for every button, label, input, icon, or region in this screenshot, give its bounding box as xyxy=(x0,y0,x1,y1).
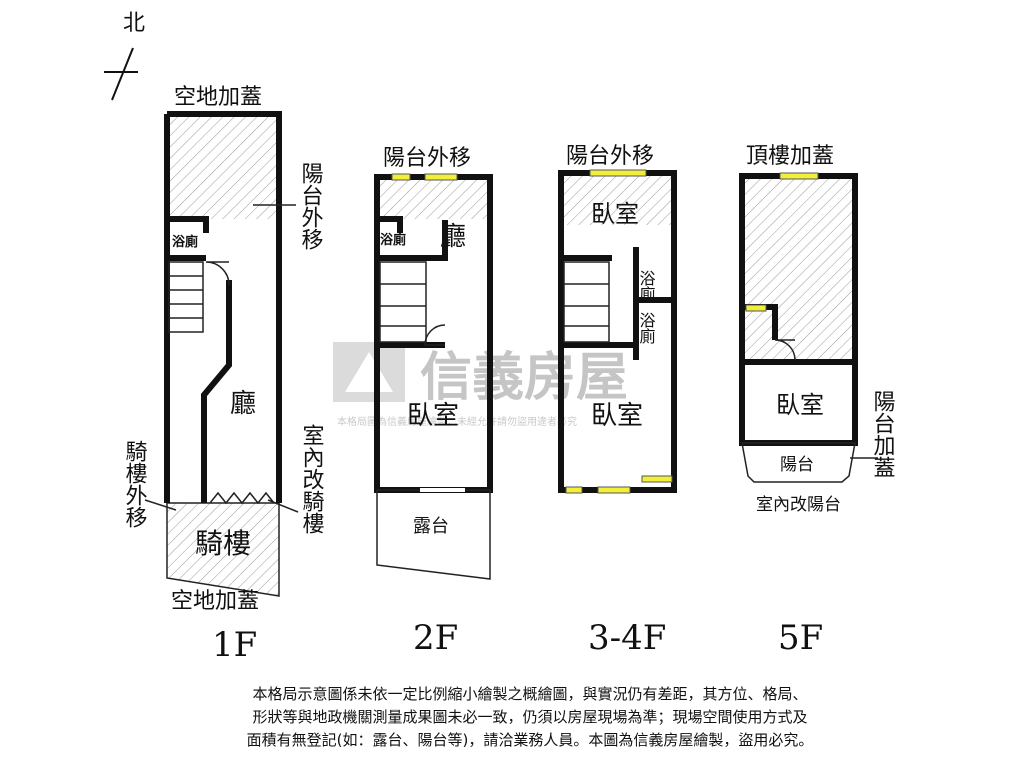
f1-arcade-out-pointer xyxy=(144,499,177,511)
f2-window-2 xyxy=(424,173,458,181)
f34-window-bottom-1 xyxy=(565,486,583,494)
disclaimer-line-1: 本格局示意圖係未依一定比例縮小繪製之概繪圖，與實況仍有差距，其方位、格局、 xyxy=(252,685,808,703)
disclaimer-line-2: 形狀等與地政機關測量成果圖未必一致，仍須以房屋現場為準；現場空間使用方式及 xyxy=(252,708,808,726)
f34-top-note: 陽台外移 xyxy=(566,144,654,169)
north-arrow-icon xyxy=(104,47,138,101)
f5-roof-addition-area xyxy=(742,176,855,362)
f2-stairs-icon xyxy=(379,261,427,343)
floor-label-3-4f: 3-4F xyxy=(588,618,666,658)
f34-window-top xyxy=(589,169,647,177)
compass-north-label: 北 xyxy=(123,11,145,36)
disclaimer: 本格局示意圖係未依一定比例縮小繪製之概繪圖，與實況仍有差距，其方位、格局、 形狀… xyxy=(150,683,910,752)
floor-label-5f: 5F xyxy=(778,618,823,658)
f2-door-icon xyxy=(424,324,446,346)
f2-balcony-area xyxy=(377,177,490,219)
f1-outer-walls xyxy=(164,111,282,503)
f5-bedroom-label: 臥室 xyxy=(776,391,824,419)
floor-2f: 浴廁 廳 臥室 露台 陽台外移 xyxy=(374,146,493,580)
f2-terrace-label: 露台 xyxy=(413,516,449,537)
floor-label-1f: 1F xyxy=(212,625,257,665)
f2-living-label: 廳 xyxy=(440,222,466,252)
watermark-logo-icon xyxy=(333,342,405,402)
watermark-small-text: 本格局圖為信義房屋繪製，未經允許請勿盜用違者必究 xyxy=(337,415,577,428)
f1-arcade-label: 騎樓 xyxy=(195,527,251,560)
f34-bedroom-bottom-label: 臥室 xyxy=(591,401,643,431)
f1-top-note: 空地加蓋 xyxy=(174,85,262,110)
f34-stairs-icon xyxy=(563,261,610,343)
watermark-brand: 信義房屋 xyxy=(420,348,628,408)
f1-bath-wall xyxy=(167,216,209,233)
watermark: 信義房屋 本格局圖為信義房屋繪製，未經允許請勿盜用違者必究 xyxy=(333,342,628,428)
floor-5f: 臥室 陽台 頂樓加蓋 室內改陽台 陽台加蓋 xyxy=(739,144,896,515)
f2-top-note: 陽台外移 xyxy=(383,146,471,171)
disclaimer-line-3: 面積有無登記(如：露台、陽台等)，請洽業務人員。本圖為信義房屋繪製，盜用必究。 xyxy=(246,731,814,749)
f34-interior-walls xyxy=(561,247,674,360)
floor-label-2f: 2F xyxy=(413,618,458,658)
f1-top-addition-area xyxy=(167,114,279,219)
f34-window-bottom-3 xyxy=(641,475,673,483)
f34-bedroom-hatch xyxy=(561,173,674,225)
f34-bath1-label: 浴廁 xyxy=(637,270,656,303)
f2-bath-label: 浴廁 xyxy=(380,232,406,248)
f1-bottom-note: 空地加蓋 xyxy=(171,589,259,614)
f5-door-icon xyxy=(774,339,796,361)
f2-window-1 xyxy=(391,173,411,181)
floor-1f: 浴廁 廳 騎樓 空地加蓋 空地加蓋 陽台外移 騎樓外移 室內改騎樓 xyxy=(122,85,325,614)
f34-window-bottom-2 xyxy=(597,486,631,494)
f1-arcade-area xyxy=(167,503,279,596)
f1-arcade-out-note: 騎樓外移 xyxy=(122,440,148,528)
f34-bedroom-top-label: 臥室 xyxy=(591,200,639,228)
f1-stairs-icon xyxy=(168,261,204,333)
f5-balcony-outline xyxy=(741,442,856,483)
f5-balcony-add-note: 陽台加蓋 xyxy=(870,390,896,478)
f1-bath-label: 浴廁 xyxy=(172,234,198,250)
f5-window-top xyxy=(779,172,819,180)
f2-bedroom-label: 臥室 xyxy=(407,401,459,431)
f1-living-label: 廳 xyxy=(230,389,256,419)
f5-indoor-balcony-note: 室內改陽台 xyxy=(756,495,841,515)
f5-balcony-label: 陽台 xyxy=(780,455,814,475)
floor-3-4f: 臥室 浴廁 浴廁 臥室 陽台外移 xyxy=(558,144,677,494)
f34-bath2-label: 浴廁 xyxy=(637,312,656,345)
f1-door-icon xyxy=(205,261,230,286)
f2-outer-walls xyxy=(374,174,493,493)
f1-indoor-arcade-note: 室內改騎樓 xyxy=(299,424,325,534)
f1-corridor-wall xyxy=(201,280,232,503)
f5-top-note: 頂樓加蓋 xyxy=(746,144,834,169)
f1-indoor-arcade-pointer xyxy=(267,499,299,513)
f5-window-stair xyxy=(745,304,767,312)
f1-indoor-arcade-zigzag xyxy=(209,491,275,505)
f1-balcony-note: 陽台外移 xyxy=(298,162,324,250)
